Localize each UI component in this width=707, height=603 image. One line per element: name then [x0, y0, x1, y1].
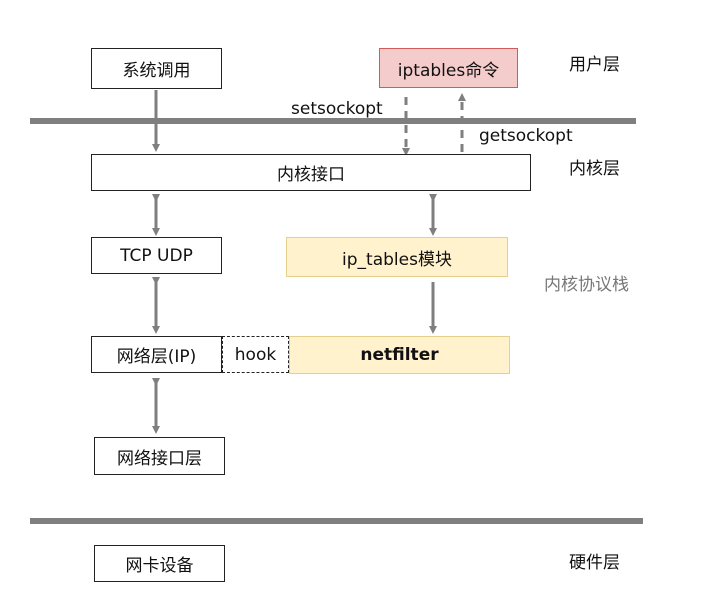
- kernel-interface-box: 内核接口: [91, 154, 531, 191]
- syscall-box: 系统调用: [91, 48, 222, 89]
- protocol-stack-label: 内核协议栈: [544, 275, 629, 295]
- netfilter-box: netfilter: [289, 336, 510, 374]
- hook-box: hook: [222, 336, 289, 373]
- user-layer-label: 用户层: [569, 55, 620, 75]
- iptables-command-box: iptables命令: [379, 48, 518, 88]
- setsockopt-label: setsockopt: [291, 99, 383, 119]
- nic-device-box: 网卡设备: [94, 545, 225, 582]
- hardware-layer-label: 硬件层: [569, 553, 620, 573]
- getsockopt-label: getsockopt: [479, 126, 573, 146]
- tcp-udp-box: TCP UDP: [91, 237, 222, 274]
- network-layer-box: 网络层(IP): [91, 336, 222, 373]
- kernel-layer-label: 内核层: [569, 159, 620, 179]
- network-interface-layer-box: 网络接口层: [94, 437, 225, 475]
- ip-tables-module-box: ip_tables模块: [286, 237, 508, 277]
